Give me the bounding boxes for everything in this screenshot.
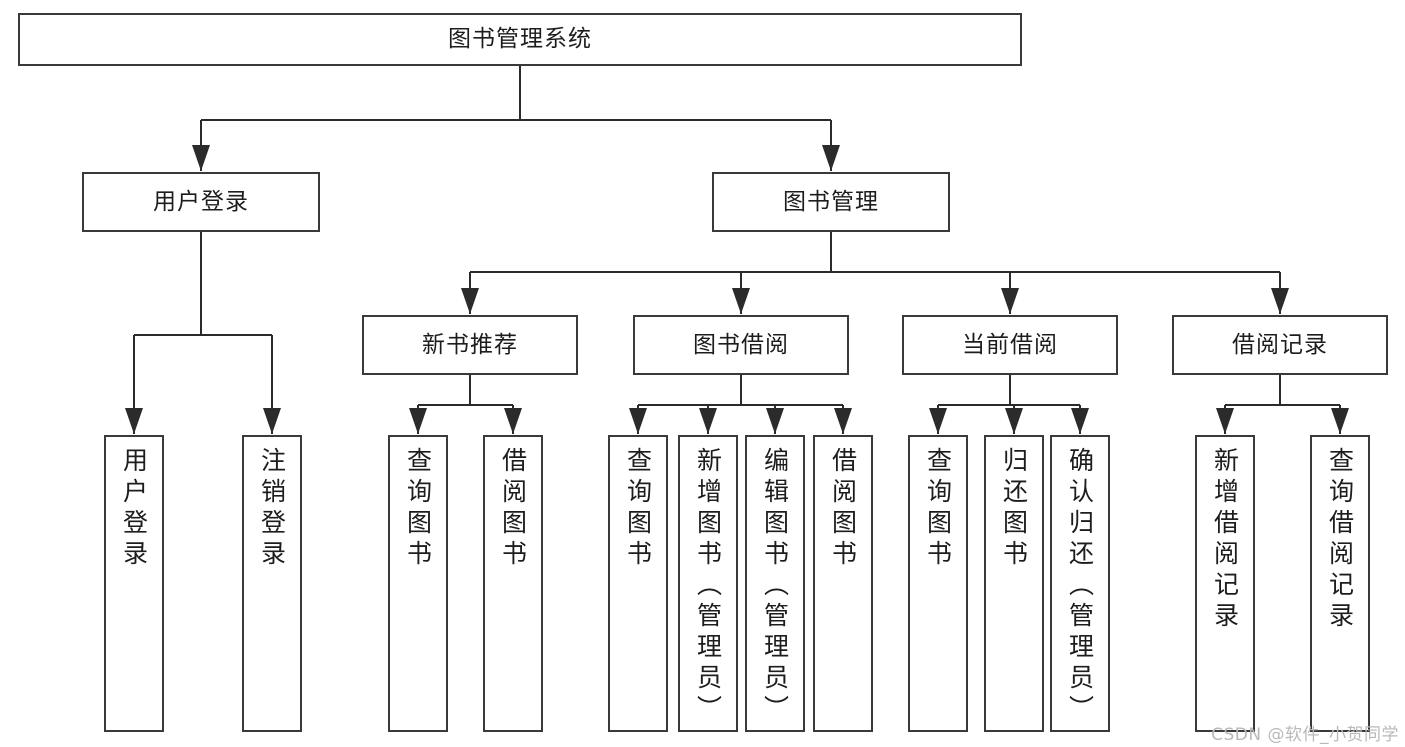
node-leaf-bw-query[interactable]: 查询图书 [608, 435, 668, 732]
node-label: 借阅图书 [828, 447, 858, 571]
arrowhead-icon-leaf-user-logout [263, 408, 281, 434]
node-leaf-user-login[interactable]: 用户登录 [104, 435, 164, 732]
arrowhead-icon-leaf-rec-query [1331, 408, 1349, 434]
node-label: 新增借阅记录 [1210, 447, 1240, 633]
node-leaf-bw-edit[interactable]: 编辑图书（管理员） [745, 435, 805, 732]
node-label: 注销登录 [257, 447, 287, 571]
arrowhead-icon-newbook [461, 288, 479, 314]
node-records[interactable]: 借阅记录 [1172, 315, 1388, 375]
arrowhead-icon-leaf-nb-borrow [504, 408, 522, 434]
arrowhead-icon-records [1271, 288, 1289, 314]
node-label: 借阅记录 [1232, 331, 1328, 358]
arrowhead-icon-leaf-rec-add [1216, 408, 1234, 434]
node-leaf-cur-confirm[interactable]: 确认归还（管理员） [1050, 435, 1110, 732]
node-label: 图书管理系统 [448, 26, 592, 53]
node-leaf-rec-add[interactable]: 新增借阅记录 [1195, 435, 1255, 732]
node-leaf-user-logout[interactable]: 注销登录 [242, 435, 302, 732]
arrowhead-icon-leaf-bw-borrow [834, 408, 852, 434]
arrowhead-icon-borrow [732, 288, 750, 314]
node-label: 查询图书 [403, 447, 433, 571]
node-label: 当前借阅 [962, 331, 1058, 358]
node-label: 归还图书 [999, 447, 1029, 571]
node-label: 新增图书（管理员） [693, 447, 723, 726]
arrowhead-icon-current [1001, 288, 1019, 314]
node-leaf-cur-query[interactable]: 查询图书 [908, 435, 968, 732]
arrowhead-icon-leaf-cur-return [1005, 408, 1023, 434]
node-leaf-rec-query[interactable]: 查询借阅记录 [1310, 435, 1370, 732]
node-label: 用户登录 [153, 188, 249, 215]
node-current[interactable]: 当前借阅 [902, 315, 1118, 375]
node-label: 确认归还（管理员） [1065, 447, 1095, 726]
arrowhead-icon-leaf-nb-query [409, 408, 427, 434]
node-login[interactable]: 用户登录 [82, 172, 320, 232]
node-label: 编辑图书（管理员） [760, 447, 790, 726]
arrowhead-icon-leaf-cur-query [929, 408, 947, 434]
arrowhead-icon-leaf-cur-confirm [1071, 408, 1089, 434]
node-newbook[interactable]: 新书推荐 [362, 315, 578, 375]
node-leaf-bw-add[interactable]: 新增图书（管理员） [678, 435, 738, 732]
node-borrow[interactable]: 图书借阅 [633, 315, 849, 375]
node-leaf-nb-borrow[interactable]: 借阅图书 [483, 435, 543, 732]
arrowhead-icon-leaf-user-login [125, 408, 143, 434]
node-leaf-cur-return[interactable]: 归还图书 [984, 435, 1044, 732]
node-label: 查询图书 [923, 447, 953, 571]
arrowhead-icon-leaf-bw-add [699, 408, 717, 434]
node-label: 查询图书 [623, 447, 653, 571]
node-label: 新书推荐 [422, 331, 518, 358]
arrowhead-icon-login [192, 145, 210, 171]
node-label: 借阅图书 [498, 447, 528, 571]
node-label: 图书借阅 [693, 331, 789, 358]
node-leaf-nb-query[interactable]: 查询图书 [388, 435, 448, 732]
node-label: 查询借阅记录 [1325, 447, 1355, 633]
arrowhead-icon-bookmgmt [822, 145, 840, 171]
node-bookmgmt[interactable]: 图书管理 [712, 172, 950, 232]
node-label: 图书管理 [783, 188, 879, 215]
node-root[interactable]: 图书管理系统 [18, 13, 1022, 66]
arrowhead-icon-leaf-bw-query [629, 408, 647, 434]
node-label: 用户登录 [119, 447, 149, 571]
arrowhead-icon-leaf-bw-edit [766, 408, 784, 434]
node-leaf-bw-borrow[interactable]: 借阅图书 [813, 435, 873, 732]
